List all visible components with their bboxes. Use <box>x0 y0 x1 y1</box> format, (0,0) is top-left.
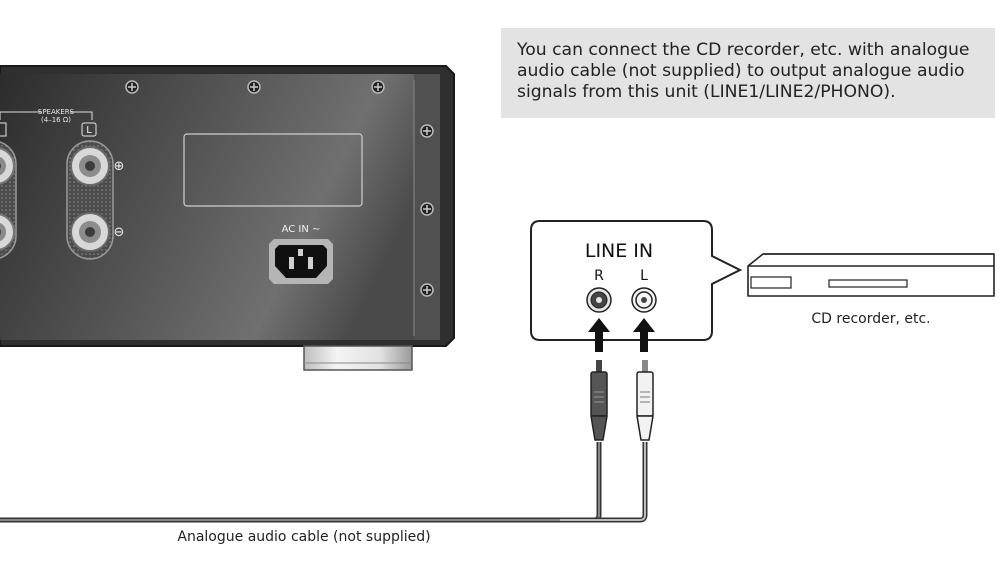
cable-caption: Analogue audio cable (not supplied) <box>177 529 430 545</box>
rca-plug-left <box>636 360 654 441</box>
arrow-up-icon <box>588 318 610 352</box>
rca-jack-right <box>586 287 612 313</box>
screw-icon <box>420 202 434 216</box>
speaker-label-bracket <box>0 111 93 120</box>
screw-icon <box>420 124 434 138</box>
speakers-label: SPEAKERS <box>38 108 75 116</box>
rca-jack-left <box>631 287 657 313</box>
speaker-terminal-post <box>0 213 15 251</box>
rca-plug-right <box>590 360 608 441</box>
screw-icon <box>371 80 385 94</box>
info-note-line: signals from this unit (LINE1/LINE2/PHON… <box>517 82 896 102</box>
left-channel-tag-text: L <box>86 125 92 136</box>
cd-recorder-icon <box>747 253 995 297</box>
impedance-label: (4–16 Ω) <box>41 116 71 124</box>
line-in-l-label: L <box>640 268 648 284</box>
info-note-line: audio cable (not supplied) to output ana… <box>517 61 965 81</box>
arrow-up-icon <box>633 318 655 352</box>
unit-foot <box>303 345 413 371</box>
ac-in-label: AC IN ∼ <box>282 224 321 235</box>
speaker-terminal-post <box>70 212 110 252</box>
right-channel-tag <box>0 122 7 137</box>
line-in-callout: LINE IN R L <box>530 220 743 341</box>
label-window <box>183 133 363 207</box>
minus-icon: ⊖ <box>114 225 125 240</box>
device-caption: CD recorder, etc. <box>811 311 930 327</box>
screw-icon <box>125 80 139 94</box>
line-in-title: LINE IN <box>585 240 653 262</box>
line-in-r-label: R <box>594 268 604 284</box>
left-channel-tag <box>81 122 97 137</box>
speaker-terminal-post <box>0 147 15 185</box>
screw-icon <box>420 283 434 297</box>
info-note: You can connect the CD recorder, etc. wi… <box>501 28 995 118</box>
unit-rear-panel: SPEAKERS (4–16 Ω) L ⊕ ⊖ AC IN ∼ <box>0 65 455 371</box>
info-note-line: You can connect the CD recorder, etc. wi… <box>517 40 970 60</box>
ac-inlet-icon <box>269 239 333 284</box>
speaker-terminal-post <box>70 146 110 186</box>
plus-icon: ⊕ <box>114 159 125 174</box>
screw-icon <box>247 80 261 94</box>
analogue-audio-cable <box>0 360 654 523</box>
